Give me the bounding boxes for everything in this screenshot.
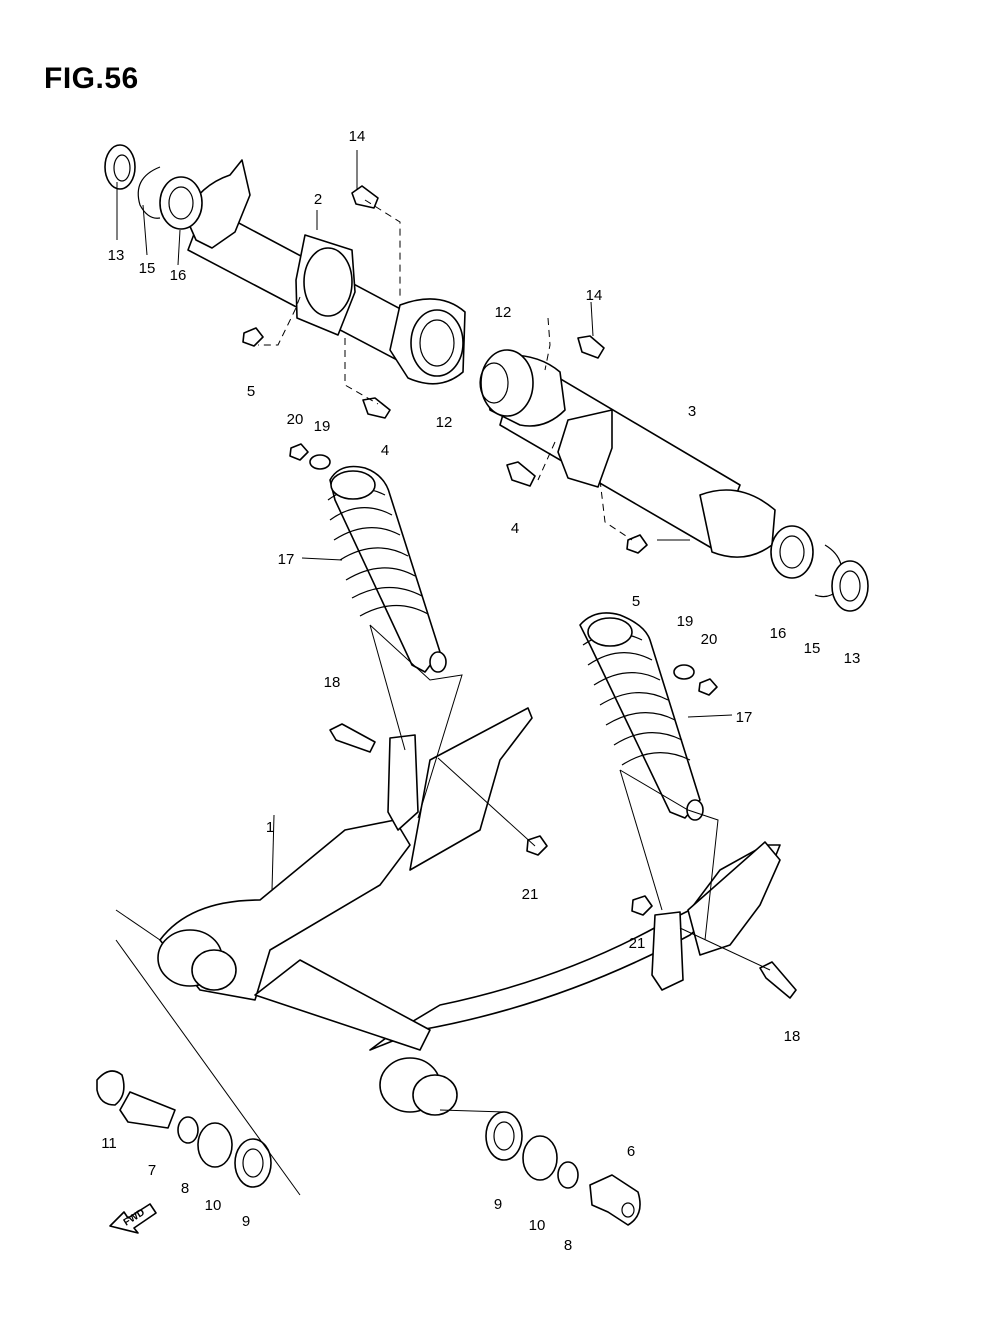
callout-3: 3 <box>688 403 696 420</box>
callout-10: 10 <box>205 1197 222 1214</box>
callout-9: 9 <box>494 1196 502 1213</box>
callout-13: 13 <box>108 247 125 264</box>
callout-6: 6 <box>627 1143 635 1160</box>
figure-title: FIG.56 <box>44 62 139 95</box>
callout-14: 14 <box>349 128 366 145</box>
callout-15: 15 <box>139 260 156 277</box>
pivot-hardware-left <box>96 1070 272 1188</box>
callout-17: 17 <box>278 551 295 568</box>
callout-4: 4 <box>381 442 389 459</box>
callout-5: 5 <box>247 383 255 400</box>
callout-5: 5 <box>632 593 640 610</box>
shock-absorber-left <box>289 443 447 673</box>
callout-9: 9 <box>242 1213 250 1230</box>
callout-1: 1 <box>266 819 274 836</box>
callout-10: 10 <box>529 1217 546 1234</box>
callout-18: 18 <box>324 674 341 691</box>
callout-4: 4 <box>511 520 519 537</box>
callout-12: 12 <box>495 304 512 321</box>
callout-20: 20 <box>701 631 718 648</box>
callout-15: 15 <box>804 640 821 657</box>
pivot-hardware-right <box>485 1111 641 1226</box>
swing-arm <box>157 707 797 1116</box>
callout-16: 16 <box>170 267 187 284</box>
callout-2: 2 <box>314 191 322 208</box>
callout-14: 14 <box>586 287 603 304</box>
callout-21: 21 <box>522 886 539 903</box>
callout-7: 7 <box>148 1162 156 1179</box>
axle-housing-left <box>104 144 466 419</box>
callout-18: 18 <box>784 1028 801 1045</box>
callout-17: 17 <box>736 709 753 726</box>
callout-8: 8 <box>181 1180 189 1197</box>
callout-8: 8 <box>564 1237 572 1254</box>
callout-16: 16 <box>770 625 787 642</box>
assembly-lines <box>258 199 633 541</box>
callout-11: 11 <box>101 1135 117 1152</box>
callout-19: 19 <box>314 418 331 435</box>
callout-19: 19 <box>677 613 694 630</box>
leader-lines <box>115 150 771 1196</box>
shock-absorber-right <box>579 612 718 821</box>
fwd-arrow-icon: FWD <box>109 1203 157 1234</box>
callout-20: 20 <box>287 411 304 428</box>
axle-housing-right <box>479 335 869 612</box>
callouts: 1 2 3 4 4 5 5 6 7 8 8 9 9 10 10 11 12 12… <box>101 128 860 1254</box>
callout-21: 21 <box>629 935 646 952</box>
callout-13: 13 <box>844 650 861 667</box>
callout-12: 12 <box>436 414 453 431</box>
